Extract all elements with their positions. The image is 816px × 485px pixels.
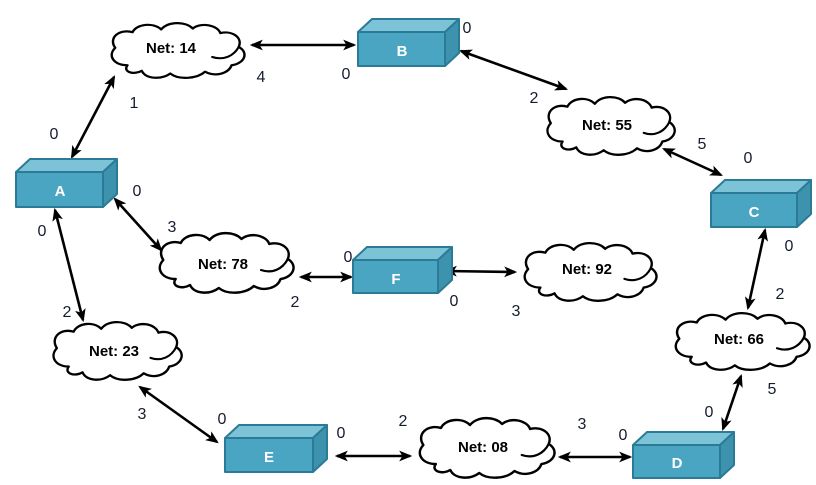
router-label: C <box>749 204 760 221</box>
interface-label-router: 0 <box>342 66 351 83</box>
interface-label-router: 0 <box>744 150 753 167</box>
network-cloud-icon-net23: Net: 23 <box>52 320 183 381</box>
router-front-face <box>224 437 314 473</box>
interface-label-network: 5 <box>768 381 777 398</box>
interface-label-network: 2 <box>776 286 785 303</box>
interface-label-network: 5 <box>698 136 707 153</box>
network-cloud-icon-net55: Net: 55 <box>546 95 676 156</box>
interface-label-router: 0 <box>450 293 459 310</box>
link-arrow <box>138 385 219 444</box>
link-c-net55: 0 5 <box>662 136 753 177</box>
router-icon-d: D <box>632 431 735 479</box>
interface-label-router: 0 <box>619 427 628 444</box>
interface-label-network: 4 <box>257 69 266 86</box>
interface-label-router: 0 <box>785 238 794 255</box>
interface-label-router: 0 <box>705 404 714 421</box>
link-b-net14: 0 4 <box>249 39 357 86</box>
link-arrow <box>113 197 163 252</box>
interface-label-network: 1 <box>130 95 139 112</box>
link-b-net55: 0 2 <box>458 20 569 107</box>
router-icon-c: C <box>710 179 812 228</box>
link-f-net78: 0 2 <box>291 249 354 311</box>
router-icon-f: F <box>352 246 453 294</box>
interface-label-network: 2 <box>399 413 408 430</box>
interface-label-router: 0 <box>218 411 227 428</box>
router-top-face <box>357 18 460 33</box>
interface-label-network: 2 <box>63 304 72 321</box>
interface-label-network: 2 <box>530 90 539 107</box>
link-arrow <box>662 147 723 177</box>
link-c-net66: 0 2 <box>745 227 794 311</box>
interface-label-router: 0 <box>463 20 472 37</box>
router-label: B <box>397 43 408 60</box>
network-label: Net: 92 <box>562 261 612 278</box>
link-arrow <box>745 227 768 311</box>
interface-label-network: 3 <box>512 303 521 320</box>
interface-label-router: 0 <box>344 249 353 266</box>
router-top-face <box>224 424 328 439</box>
interface-label-router: 0 <box>50 126 59 143</box>
router-label: D <box>672 455 683 472</box>
link-d-net66: 0 5 <box>705 373 777 432</box>
interface-label-network: 3 <box>138 406 147 423</box>
link-arrow <box>721 373 743 432</box>
interface-label-network: 3 <box>168 219 177 236</box>
link-f-net92: 0 3 <box>443 265 521 320</box>
interface-label-network: 3 <box>578 416 587 433</box>
network-cloud-icon-net78: Net: 78 <box>158 231 295 294</box>
router-label: F <box>391 271 400 288</box>
network-cloud-icon-net08: Net: 08 <box>418 416 556 479</box>
link-a-net78: 0 3 <box>113 183 177 252</box>
interface-label-router: 0 <box>38 223 47 240</box>
router-top-face <box>710 179 812 194</box>
interface-label-network: 2 <box>291 294 300 311</box>
network-label: Net: 23 <box>89 343 139 360</box>
router-label: E <box>264 449 274 466</box>
router-top-face <box>352 246 453 261</box>
router-top-face <box>632 431 735 446</box>
router-icon-a: A <box>15 158 118 208</box>
router-label: A <box>55 183 66 200</box>
link-arrow <box>70 75 116 159</box>
interface-label-router: 0 <box>133 183 142 200</box>
interface-label-router: 0 <box>337 425 346 442</box>
router-front-face <box>352 259 439 294</box>
router-front-face <box>632 444 721 479</box>
link-a-net23: 0 2 <box>38 207 86 323</box>
network-cloud-icon-net92: Net: 92 <box>523 241 658 302</box>
router-front-face <box>710 192 798 228</box>
link-e-net23: 0 3 <box>138 385 227 444</box>
network-label: Net: 14 <box>146 40 197 57</box>
link-arrow <box>443 265 518 278</box>
router-top-face <box>15 158 118 173</box>
network-label: Net: 78 <box>198 256 248 273</box>
network-label: Net: 55 <box>582 117 632 134</box>
link-a-net14: 0 1 <box>50 75 139 159</box>
link-arrow <box>458 49 569 91</box>
link-e-net08: 0 2 <box>334 413 413 462</box>
router-icon-e: E <box>224 424 328 473</box>
router-icon-b: B <box>357 18 460 67</box>
network-label: Net: 66 <box>714 331 764 348</box>
network-cloud-icon-net14: Net: 14 <box>110 21 246 80</box>
router-front-face <box>15 171 104 208</box>
link-arrow <box>52 207 86 323</box>
router-front-face <box>357 31 446 67</box>
network-cloud-icon-net66: Net: 66 <box>674 311 811 372</box>
network-label: Net: 08 <box>458 439 508 456</box>
link-d-net08: 0 3 <box>557 416 633 463</box>
